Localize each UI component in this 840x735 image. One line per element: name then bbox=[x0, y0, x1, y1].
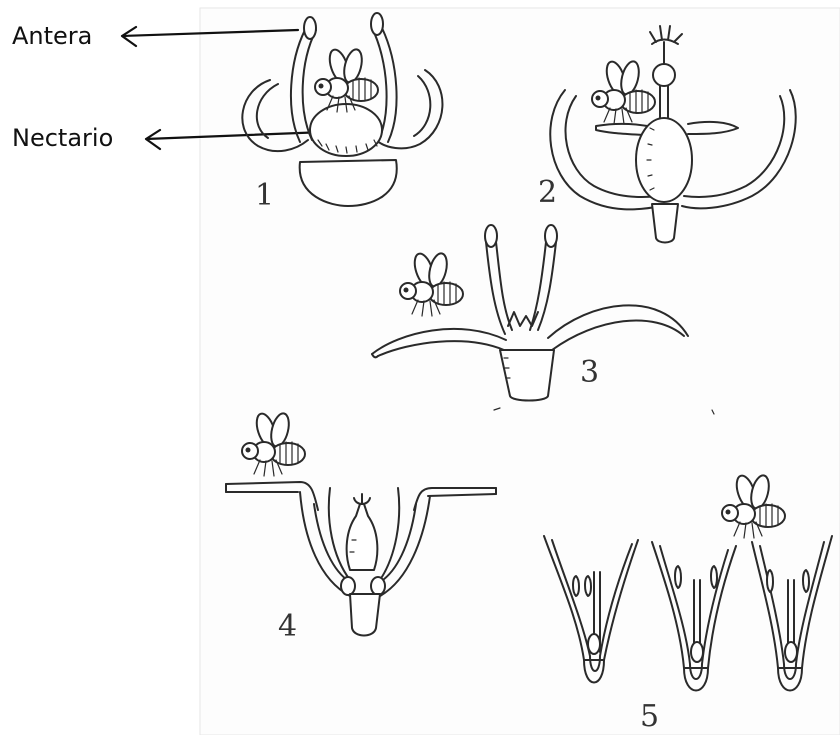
nectary-label: Nectario bbox=[12, 124, 113, 152]
stage-number-1: 1 bbox=[255, 178, 274, 213]
stage-number-3: 3 bbox=[580, 355, 599, 390]
stage-number-4: 4 bbox=[278, 609, 297, 644]
anther-label: Antera bbox=[12, 22, 92, 50]
stage-number-5: 5 bbox=[640, 699, 659, 734]
stage-number-2: 2 bbox=[538, 175, 557, 210]
